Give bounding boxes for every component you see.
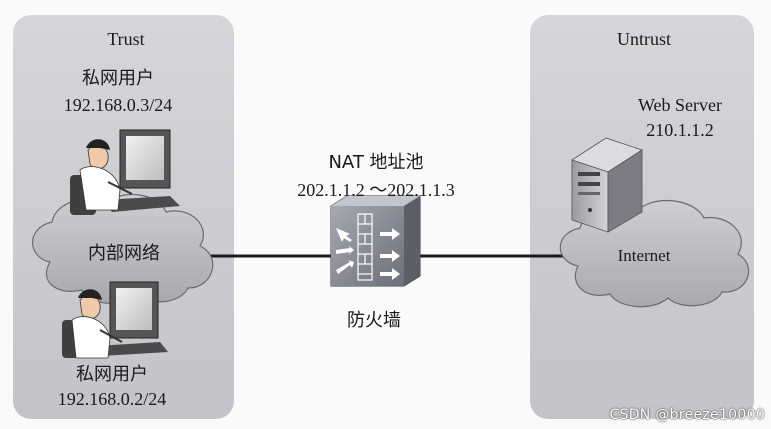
untrust-zone-title: Untrust	[617, 30, 671, 48]
trust-zone-title: Trust	[107, 30, 144, 48]
bottom-user-label: 私网用户	[76, 366, 148, 384]
web-server-label: Web Server	[638, 96, 722, 114]
top-user-address: 192.168.0.3/24	[64, 96, 173, 114]
csdn-watermark: CSDN @breeze10000	[609, 407, 765, 423]
web-server-address: 210.1.1.2	[646, 121, 714, 139]
firewall-icon	[331, 196, 420, 286]
internal-network-label: 内部网络	[88, 245, 160, 263]
nat-pool-title: NAT 地址池	[328, 154, 423, 172]
firewall-label: 防火墙	[347, 312, 401, 330]
bottom-user-address: 192.168.0.2/24	[58, 390, 167, 408]
nat-pool-range: 202.1.1.2 ～202.1.1.3	[297, 181, 455, 199]
internet-label: Internet	[618, 247, 671, 264]
top-user-label: 私网用户	[82, 70, 154, 88]
